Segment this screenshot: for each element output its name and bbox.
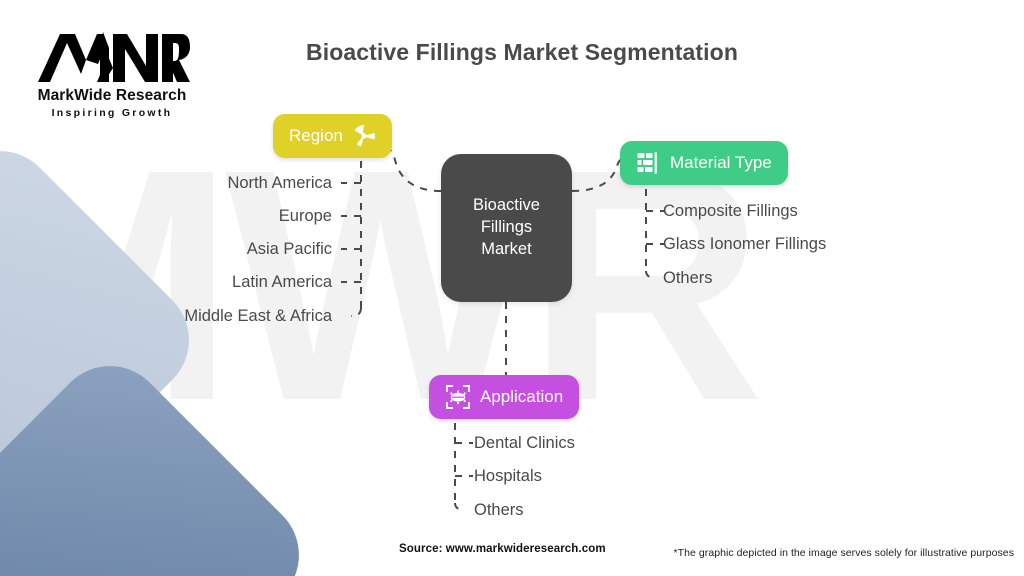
- leaf-region-4[interactable]: Middle East & Africa: [184, 307, 332, 325]
- leaf-region-1[interactable]: Europe: [278, 207, 332, 225]
- globe-icon: [352, 124, 376, 148]
- brand-logo: MarkWide Research Inspiring Growth: [26, 30, 198, 119]
- branch-badge-material-type[interactable]: Material Type: [620, 141, 788, 185]
- branch-label-region: Region: [289, 126, 343, 145]
- leaf-region-0[interactable]: North America: [227, 174, 332, 192]
- leaf-material-type-2[interactable]: Others: [663, 269, 713, 287]
- center-node-line-2: Fillings: [480, 218, 533, 237]
- page-title-text: Bioactive Fillings Market Segmentation: [306, 39, 738, 65]
- layers-bricks-icon: [636, 151, 661, 176]
- center-node-line-3: Market: [481, 239, 532, 258]
- disclaimer-text: *The graphic depicted in the image serve…: [673, 547, 1014, 559]
- branch-label-application: Application: [480, 387, 564, 406]
- leaf-material-type-0[interactable]: Composite Fillings: [663, 202, 798, 220]
- leaf-region-3[interactable]: Latin America: [232, 273, 332, 291]
- branch-badge-application[interactable]: Application: [429, 375, 580, 419]
- leaf-application-2[interactable]: Others: [474, 501, 524, 519]
- center-node[interactable]: Bioactive Fillings Market: [441, 154, 572, 302]
- brand-name: MarkWide Research: [37, 87, 187, 104]
- leaf-application-1[interactable]: Hospitals: [474, 467, 542, 485]
- leaf-material-type-1[interactable]: Glass Ionomer Fillings: [663, 235, 827, 253]
- source-text[interactable]: Source: www.markwideresearch.com: [399, 543, 606, 555]
- leaf-region-2[interactable]: Asia Pacific: [246, 240, 332, 258]
- center-node-label: Bioactive Fillings Market: [473, 195, 540, 260]
- branch-label-material-type: Material Type: [670, 153, 772, 172]
- tooth-scan-icon: [445, 384, 471, 410]
- mwr-monogram-icon: [26, 30, 198, 86]
- leaf-application-0[interactable]: Dental Clinics: [474, 434, 575, 452]
- center-node-line-1: Bioactive: [473, 196, 540, 215]
- page-title: Bioactive Fillings Market Segmentation: [0, 39, 1024, 66]
- branch-badge-region[interactable]: Region: [273, 114, 392, 158]
- brand-tagline: Inspiring Growth: [51, 107, 173, 119]
